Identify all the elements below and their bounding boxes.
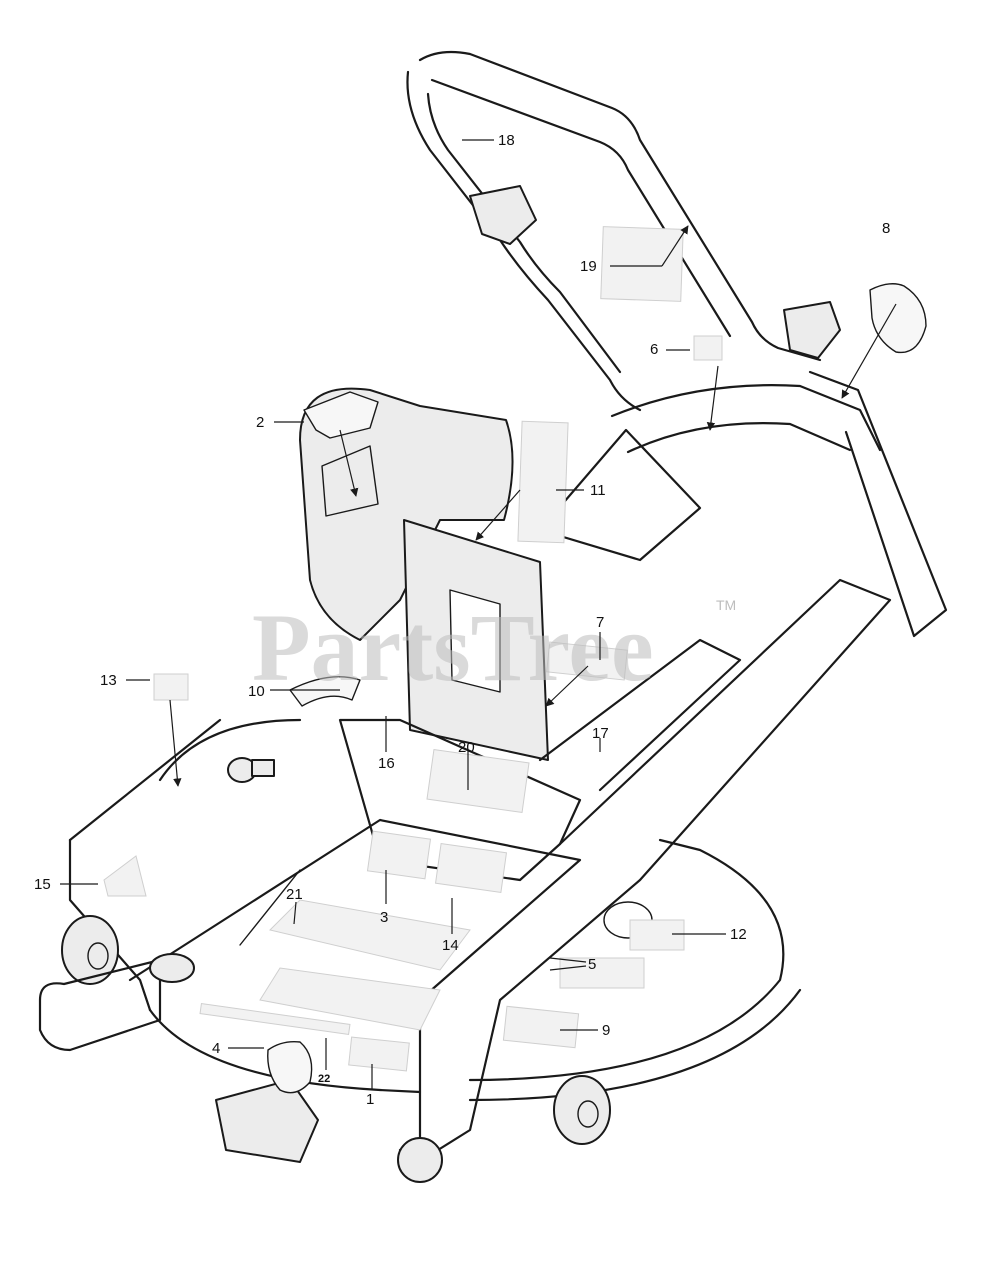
fuel-tank (299, 387, 514, 641)
callout-10: 10 (248, 683, 265, 700)
callout-labels: 18 19 8 6 2 11 7 13 10 20 17 16 15 21 3 … (34, 132, 890, 1108)
callout-2: 2 (256, 414, 264, 431)
leader-lines (60, 139, 897, 1090)
watermark-trademark: TM (716, 597, 736, 613)
callout-1: 1 (366, 1091, 374, 1108)
callout-5: 5 (588, 956, 596, 973)
callout-11: 11 (590, 482, 606, 499)
callout-16: 16 (378, 755, 395, 772)
callout-4: 4 (212, 1040, 220, 1057)
callout-6: 6 (650, 341, 658, 358)
callout-12: 12 (730, 926, 747, 943)
callout-15: 15 (34, 876, 51, 893)
wheels (38, 901, 653, 1183)
decals (103, 226, 723, 1072)
rops-roll-bar (406, 50, 948, 638)
callout-19: 19 (580, 258, 597, 275)
callout-18: 18 (498, 132, 515, 149)
callout-13: 13 (100, 672, 117, 689)
callout-22: 22 (318, 1073, 330, 1085)
callout-7: 7 (596, 614, 604, 631)
callout-14: 14 (442, 937, 459, 954)
watermark: PartsTree (252, 594, 654, 701)
loose-parts (227, 283, 927, 1094)
rear-frame-arch (538, 384, 882, 562)
callout-17: 17 (592, 725, 609, 742)
callout-20: 20 (458, 739, 475, 756)
callout-8: 8 (882, 220, 890, 237)
callout-3: 3 (380, 909, 388, 926)
callout-9: 9 (602, 1022, 610, 1039)
callout-21: 21 (286, 886, 303, 903)
main-chassis (128, 578, 892, 1152)
seat-plate (403, 519, 549, 761)
